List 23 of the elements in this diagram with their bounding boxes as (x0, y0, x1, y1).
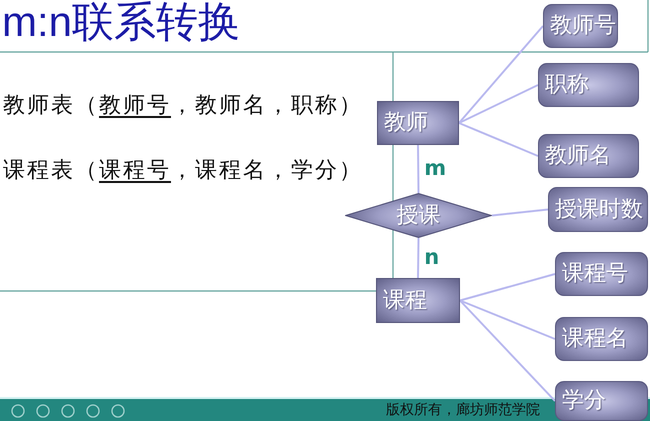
connector-line (417, 238, 420, 278)
connector-line (458, 122, 538, 157)
footer-text: 版权所有，廊坊师范学院 (386, 402, 540, 418)
schema-text: 课程表（课程号，课程名，学分） (3, 158, 363, 184)
relationship-diamond: 授课 (345, 193, 492, 238)
entity-box: 课程 (376, 278, 460, 323)
connector-line (458, 25, 544, 124)
connector-line (458, 84, 538, 124)
attribute-box: 学分 (555, 381, 648, 421)
attribute-box: 课程号 (555, 252, 648, 296)
schema-text: 教师表（教师号，教师名，职称） (3, 93, 363, 118)
connector-line (459, 300, 556, 402)
attribute-box: 教师名 (538, 134, 639, 178)
attribute-box: 教师号 (543, 4, 618, 48)
entity-box: 教师 (377, 101, 459, 145)
connector-line (417, 144, 420, 194)
connector-line (460, 273, 556, 302)
attribute-box: 授课时数 (548, 187, 648, 232)
attribute-box: 课程名 (555, 317, 648, 361)
connector-line (460, 300, 556, 340)
connector-line (492, 208, 548, 216)
title: m:n联系转换 (2, 0, 240, 46)
attribute-box: 职称 (538, 63, 639, 107)
